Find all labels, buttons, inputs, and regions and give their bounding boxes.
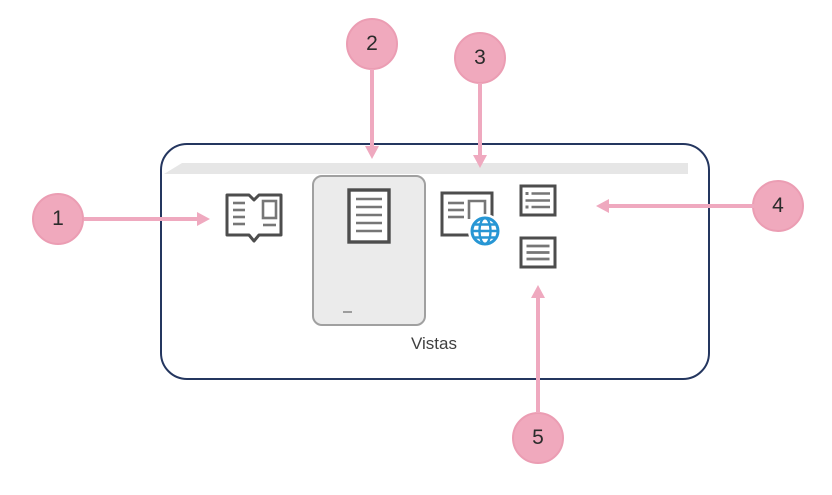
- draft-icon: [519, 236, 557, 269]
- outline-button[interactable]: [519, 184, 557, 217]
- callout-4-arrow-line: [608, 204, 754, 208]
- read-mode-icon: [223, 188, 285, 246]
- callout-3-arrowhead: [473, 155, 487, 168]
- read-mode-button[interactable]: [222, 188, 286, 246]
- views-group-label: Vistas: [411, 334, 457, 353]
- ribbon-strip: [164, 163, 688, 174]
- callout-2: 2: [346, 18, 398, 70]
- web-layout-icon: [439, 189, 503, 249]
- button-label-remnant: [343, 311, 352, 313]
- print-layout-icon: [347, 188, 391, 244]
- callout-1: 1: [32, 193, 84, 245]
- callout-3-arrow-line: [478, 83, 482, 155]
- callout-1-number: 1: [52, 207, 64, 230]
- callout-5-arrow-line: [536, 297, 540, 413]
- outline-icon: [519, 184, 557, 217]
- callout-4-number: 4: [772, 194, 784, 217]
- callout-5: 5: [512, 412, 564, 464]
- draft-button[interactable]: [519, 236, 557, 269]
- callout-4-arrowhead: [596, 199, 609, 213]
- web-layout-button[interactable]: [439, 189, 503, 249]
- callout-2-arrowhead: [365, 146, 379, 159]
- callout-4: 4: [752, 180, 804, 232]
- callout-2-number: 2: [366, 32, 378, 55]
- callout-5-arrowhead: [531, 285, 545, 298]
- print-layout-button-selected[interactable]: [312, 175, 426, 326]
- callout-1-arrow-line: [84, 217, 197, 221]
- callout-2-arrow-line: [370, 69, 374, 146]
- callout-5-number: 5: [532, 426, 544, 449]
- callout-3: 3: [454, 32, 506, 84]
- views-group-panel: [160, 143, 710, 380]
- callout-1-arrowhead: [197, 212, 210, 226]
- callout-3-number: 3: [474, 46, 486, 69]
